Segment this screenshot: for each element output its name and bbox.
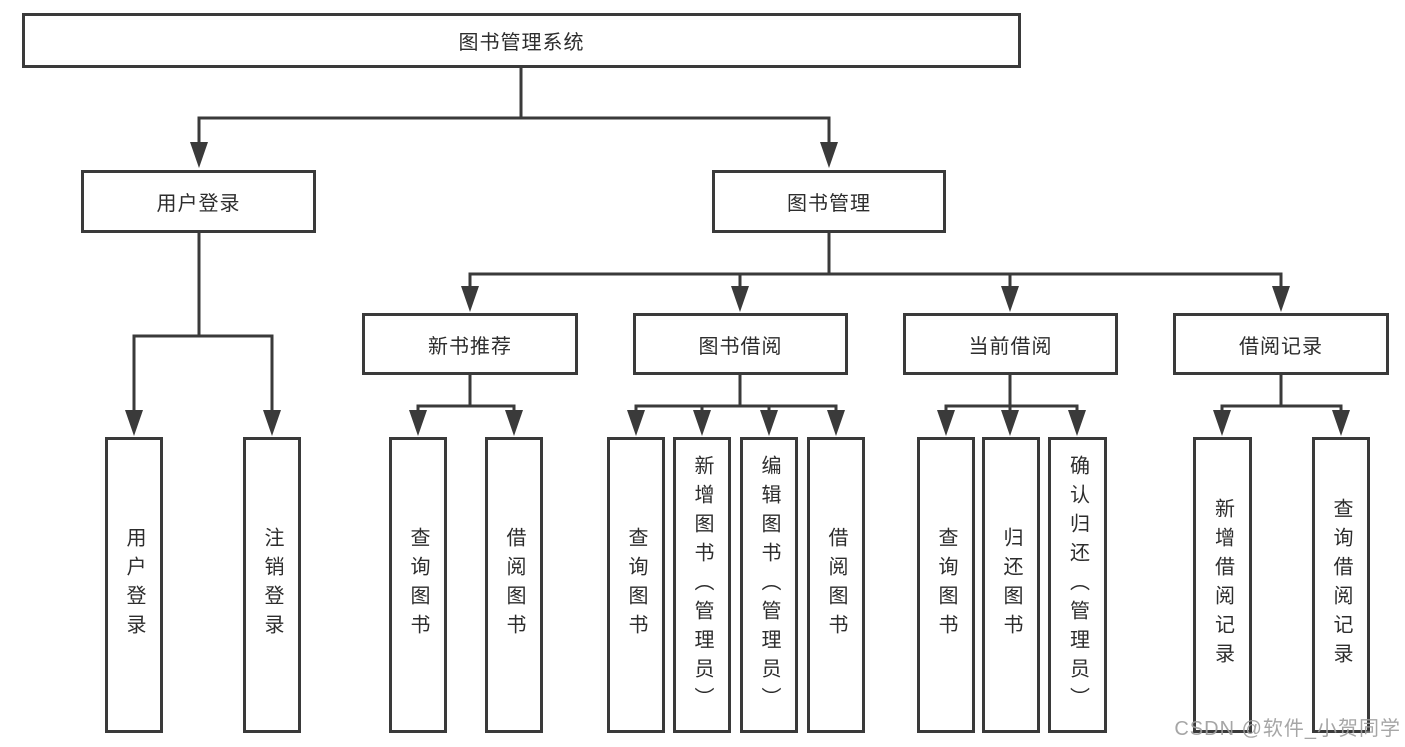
leaf-add-book-admin-label: 新增图书（管理员） <box>691 454 713 716</box>
csdn-watermark: CSDN @软件_小贺同学 <box>1174 718 1401 740</box>
leaf-query-book-recommend: 查询图书 <box>389 437 447 733</box>
leaf-edit-book-admin: 编辑图书（管理员） <box>740 437 798 733</box>
connector-user-login-children <box>125 233 281 436</box>
leaf-borrow-book-recommend: 借阅图书 <box>485 437 543 733</box>
leaf-edit-book-admin-label: 编辑图书（管理员） <box>758 454 780 716</box>
connector-new-book-children <box>409 375 523 436</box>
connector-book-borrow-children <box>627 375 845 436</box>
node-new-book-recommend: 新书推荐 <box>362 313 578 375</box>
leaf-logout-label: 注销登录 <box>261 527 283 643</box>
leaf-logout: 注销登录 <box>243 437 301 733</box>
leaf-borrow-book-label: 借阅图书 <box>825 527 847 643</box>
leaf-query-book-borrow: 查询图书 <box>607 437 665 733</box>
leaf-user-login: 用户登录 <box>105 437 163 733</box>
leaf-add-book-admin: 新增图书（管理员） <box>673 437 731 733</box>
connector-book-management-children <box>461 233 1290 312</box>
connector-root-to-level2 <box>190 68 838 168</box>
leaf-query-borrow-record: 查询借阅记录 <box>1312 437 1370 733</box>
leaf-add-borrow-record: 新增借阅记录 <box>1193 437 1252 733</box>
leaf-query-book-recommend-label: 查询图书 <box>407 527 429 643</box>
node-root-system: 图书管理系统 <box>22 13 1021 68</box>
node-user-login: 用户登录 <box>81 170 316 233</box>
leaf-user-login-label: 用户登录 <box>123 527 145 643</box>
leaf-query-borrow-record-label: 查询借阅记录 <box>1330 498 1352 672</box>
node-current-borrow: 当前借阅 <box>903 313 1118 375</box>
node-borrow-record: 借阅记录 <box>1173 313 1389 375</box>
leaf-borrow-book: 借阅图书 <box>807 437 865 733</box>
leaf-query-book-borrow-label: 查询图书 <box>625 527 647 643</box>
leaf-query-book-current-label: 查询图书 <box>935 527 957 643</box>
node-book-borrow: 图书借阅 <box>633 313 848 375</box>
leaf-borrow-book-recommend-label: 借阅图书 <box>503 527 525 643</box>
node-book-management: 图书管理 <box>712 170 946 233</box>
connector-borrow-record-children <box>1213 375 1350 436</box>
leaf-query-book-current: 查询图书 <box>917 437 975 733</box>
leaf-confirm-return-admin: 确认归还（管理员） <box>1048 437 1107 733</box>
leaf-add-borrow-record-label: 新增借阅记录 <box>1211 498 1234 672</box>
connector-current-borrow-children <box>937 375 1086 436</box>
leaf-confirm-return-admin-label: 确认归还（管理员） <box>1066 454 1089 716</box>
leaf-return-book: 归还图书 <box>982 437 1040 733</box>
leaf-return-book-label: 归还图书 <box>1000 527 1022 643</box>
